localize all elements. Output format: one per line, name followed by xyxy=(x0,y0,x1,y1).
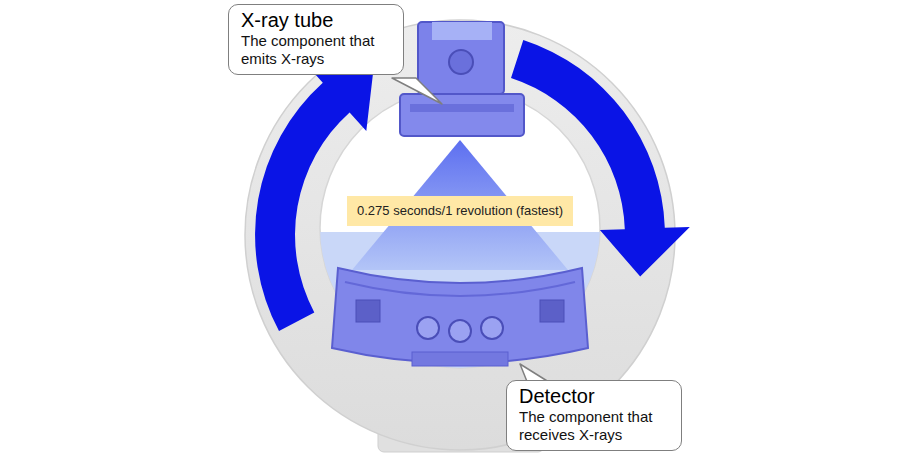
callout-tail xyxy=(392,78,442,104)
gantry-bore xyxy=(320,88,600,368)
detector-vent xyxy=(540,300,564,322)
tube-base xyxy=(400,94,524,136)
tube-top xyxy=(432,22,492,40)
detector-vent xyxy=(356,300,380,322)
callout-body: The component that receives X-rays xyxy=(519,408,669,444)
tube-housing xyxy=(418,22,504,94)
callout-heading: X-ray tube xyxy=(241,9,391,32)
detector-fan xyxy=(449,320,471,342)
detector-fan xyxy=(481,317,503,339)
tube-port xyxy=(449,50,473,74)
x-ray-tube-part xyxy=(400,22,524,136)
callout-body: The component that emits X-rays xyxy=(241,32,391,68)
detector-bracket xyxy=(412,352,508,366)
callout-heading: Detector xyxy=(519,385,669,408)
speed-label-box: 0.275 seconds/1 revolution (fastest) xyxy=(347,196,573,226)
callout-heading: 0.275 seconds/1 revolution (fastest) xyxy=(357,203,563,219)
callout-box: X-ray tubeThe component that emits X-ray… xyxy=(228,4,404,75)
detector-arc xyxy=(332,268,588,363)
detector-edge xyxy=(345,282,575,296)
detector-part xyxy=(332,268,588,366)
tube-base-rail xyxy=(410,104,514,112)
callout-box: DetectorThe component that receives X-ra… xyxy=(506,380,682,451)
x-ray-beam xyxy=(352,140,568,270)
detector-fan xyxy=(417,317,439,339)
rotation-arrow xyxy=(511,40,690,277)
